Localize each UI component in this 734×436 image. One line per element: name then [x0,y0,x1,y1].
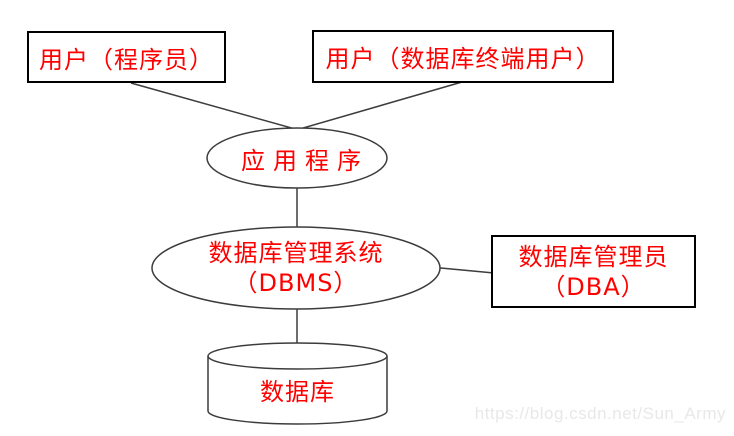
dbms-label-line2: （DBMS） [233,269,359,297]
database-cylinder-top [207,342,388,370]
dba-label-line1: 数据库管理员 [518,242,669,271]
user-programmer-box [27,31,226,83]
user-programmer-label: 用户（程序员） [39,45,214,74]
dbms-label: 数据库管理系统 （DBMS） [152,227,440,309]
application-label: 应用程序 [241,146,369,175]
database-cylinder-body [207,356,388,425]
application-ellipse [206,127,388,189]
user-terminal-label: 用户（数据库终端用户） [325,45,601,73]
watermark: https://blog.csdn.net/Sun_Army [474,404,726,423]
dba-box [491,235,696,308]
user-terminal-box [312,30,614,83]
database-label: 数据库 [260,377,335,406]
dba-label-line2: （DBA） [541,272,646,301]
dbms-ellipse [151,226,441,310]
dbms-label-line1: 数据库管理系统 [208,239,384,267]
edge-programmer-to-application [130,82,314,135]
dba-label: 数据库管理员 （DBA） [492,236,695,307]
